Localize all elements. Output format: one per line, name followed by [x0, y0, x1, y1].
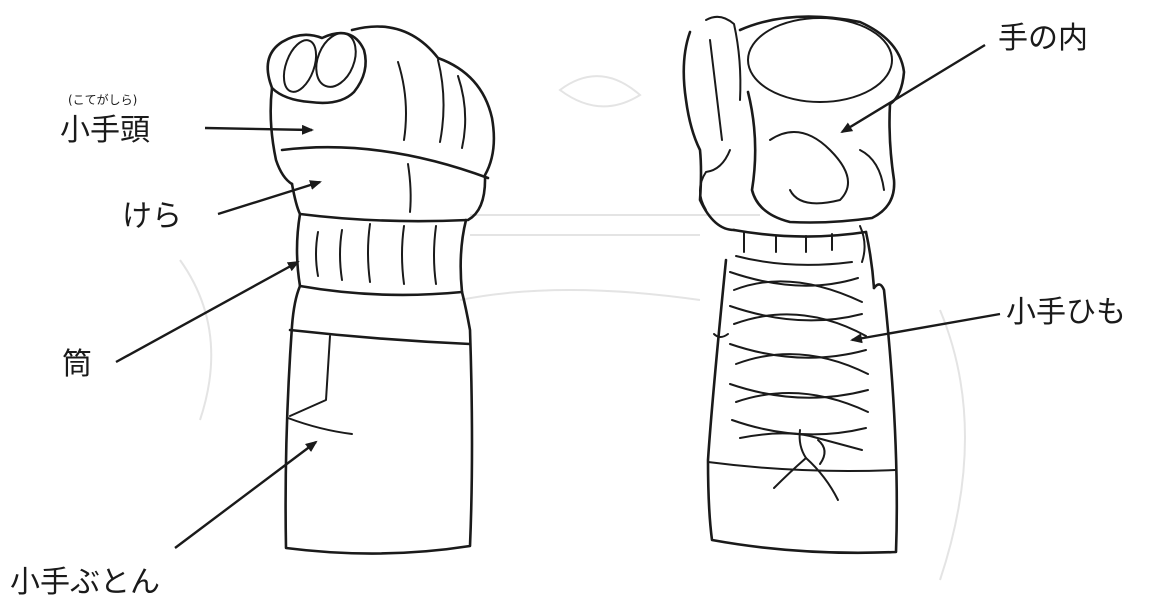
- right-kote-drawing: [684, 17, 904, 553]
- label-kote-himo: 小手ひも: [1006, 295, 1126, 330]
- label-tsutsu: 筒: [62, 347, 92, 382]
- arrow-kote-gashira: [205, 128, 312, 130]
- label-kera: けら: [122, 199, 182, 234]
- arrow-kote-buton: [175, 442, 316, 548]
- background-ghost-marks: [180, 76, 965, 580]
- label-kote-gashira-reading: (こてがしら): [68, 92, 137, 107]
- arrow-te-no-uchi: [842, 45, 985, 132]
- arrow-tsutsu: [116, 262, 298, 362]
- left-kote-drawing: [268, 27, 494, 554]
- arrow-kera: [218, 182, 320, 214]
- label-arrows: [116, 45, 1000, 548]
- label-kote-buton: 小手ぶとん: [10, 565, 160, 600]
- label-kote-gashira: 小手頭: [60, 113, 150, 148]
- label-te-no-uchi: 手の内: [998, 21, 1088, 56]
- arrow-kote-himo: [852, 314, 1000, 340]
